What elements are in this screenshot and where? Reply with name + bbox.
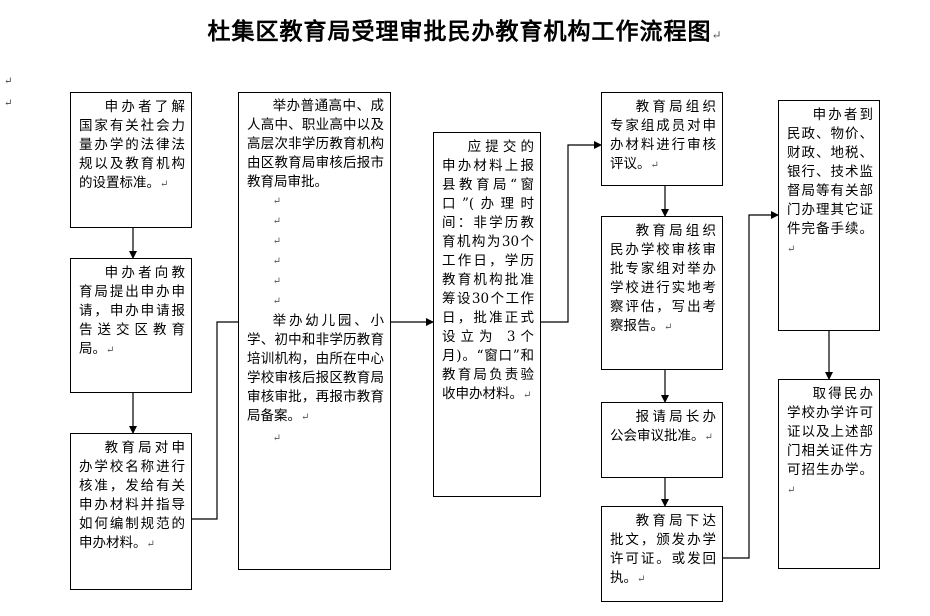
category-high-school: 举办普通高中、成人高中、职业高中以及高层次非学历教育机构由区教育局审核后报市教育… <box>247 98 384 190</box>
arrow-s5-s6 <box>541 141 602 323</box>
step-box-name-approval: 教育局对申办学校名称进行核准，发给有关申办材料并指导如何编制规范的申办材料。↵ <box>70 433 192 590</box>
step-box-site-inspection: 教育局组织民办学校审核审批专家组对举办学校进行实地考察评估，写出考察报告。↵ <box>601 216 723 370</box>
step-box-director-approval: 报请局长办公会审议批准。↵ <box>601 402 723 478</box>
step-box-learn-regulations: 申办者了解国家有关社会力量办学的法律法规以及教育机构的设置标准。↵ <box>70 92 192 228</box>
arrow-s9-s10 <box>723 211 779 559</box>
step-box-other-certificates: 申办者到民政、物价、财政、地税、银行、技术监督局等有关部门办理其它证件完备手续。… <box>778 100 880 331</box>
step-box-submit-materials: 应提交的申办材料上报县教育局“窗口”(办理时间：非学历教育机构为30个工作日，学… <box>433 132 541 497</box>
step-box-approval-categories: 举办普通高中、成人高中、职业高中以及高层次非学历教育机构由区教育局审核后报市教育… <box>238 92 391 570</box>
category-kindergarten-primary: 举办幼儿园、小学、初中和非学历教育培训机构，由所在中心学校审核后报区教育局审核审… <box>247 313 384 424</box>
page-title: 杜集区教育局受理审批民办教育机构工作流程图↵ <box>207 18 723 45</box>
paragraph-mark: ↵ <box>4 98 13 109</box>
paragraph-mark: ↵ <box>711 28 723 42</box>
step-box-submit-application: 申办者向教育局提出申办申请，申办申请报告送交区教育局。↵ <box>70 258 192 393</box>
step-box-issue-license: 教育局下达批文，颁发办学许可证。或发回执。↵ <box>601 506 723 602</box>
step-box-begin-enrollment: 取得民办学校办学许可证以及上述部门相关证件方可招生办学。↵ <box>778 379 880 569</box>
paragraph-mark: ↵ <box>4 76 13 87</box>
step-box-expert-review: 教育局组织专家组成员对申办材料进行审核评议。↵ <box>601 92 723 186</box>
